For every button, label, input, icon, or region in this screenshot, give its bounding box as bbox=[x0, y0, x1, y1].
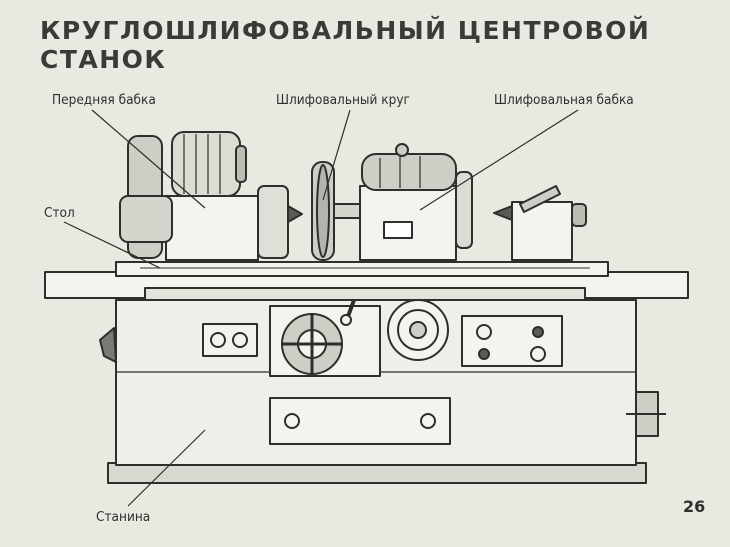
side-handle bbox=[99, 327, 117, 363]
leader-bed bbox=[127, 429, 206, 507]
label-headstock: Передняя бабка bbox=[52, 92, 156, 108]
right-panel bbox=[461, 315, 563, 367]
label-table: Стол bbox=[44, 205, 75, 221]
leader-grinding-wheel bbox=[322, 109, 351, 201]
label-grinding-wheel: Шлифовальный круг bbox=[276, 92, 410, 108]
label-wheel-head: Шлифовальная бабка bbox=[494, 92, 634, 108]
label-bed: Станина bbox=[96, 509, 151, 525]
motor bbox=[171, 131, 241, 197]
leader-wheel-head bbox=[419, 109, 579, 211]
headstock-center bbox=[287, 205, 303, 223]
leader-table bbox=[63, 221, 161, 269]
headstock-spindle bbox=[257, 185, 289, 259]
leader-headstock bbox=[91, 109, 206, 209]
tailstock bbox=[511, 201, 573, 261]
wheel-head-motor bbox=[361, 153, 457, 191]
diagram-title: КРУГЛОШЛИФОВАЛЬНЫЙ ЦЕНТРОВОЙ СТАНОК bbox=[40, 16, 651, 74]
page-number: 26 bbox=[683, 497, 706, 516]
headstock-body bbox=[165, 195, 259, 261]
table-top bbox=[115, 261, 609, 277]
tailstock-center bbox=[493, 205, 513, 221]
